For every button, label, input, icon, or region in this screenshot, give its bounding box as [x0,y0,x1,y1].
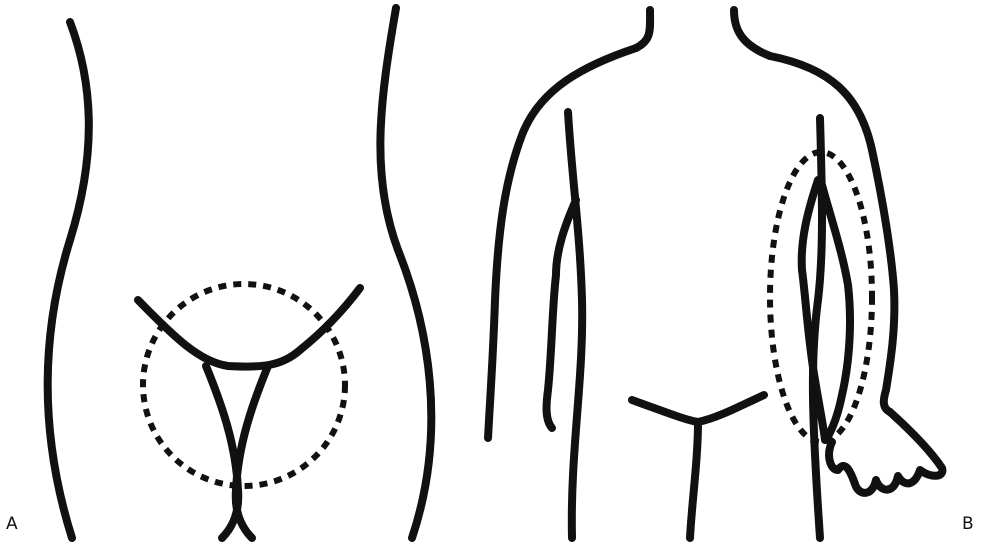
panel-b-neck-right [734,10,770,56]
panel-a-right-flank [380,8,431,538]
panel-b-gluteal-cleft [632,395,764,538]
panel-b-left-spine-line [568,112,582,538]
panel-b-right-hand [829,412,942,493]
panel-b-figure [488,10,942,538]
panel-b-label: B [962,516,974,533]
panel-a-left-flank [48,22,89,538]
panel-a-right-thigh-line [236,366,268,538]
panel-a-label: A [6,516,18,533]
panel-a-figure [48,8,432,538]
panel-a-marked-region [143,284,345,486]
panel-b-neck-left [636,10,650,48]
panel-b-left-forearm [547,200,576,428]
panel-b-right-outer-forearm [822,185,850,440]
